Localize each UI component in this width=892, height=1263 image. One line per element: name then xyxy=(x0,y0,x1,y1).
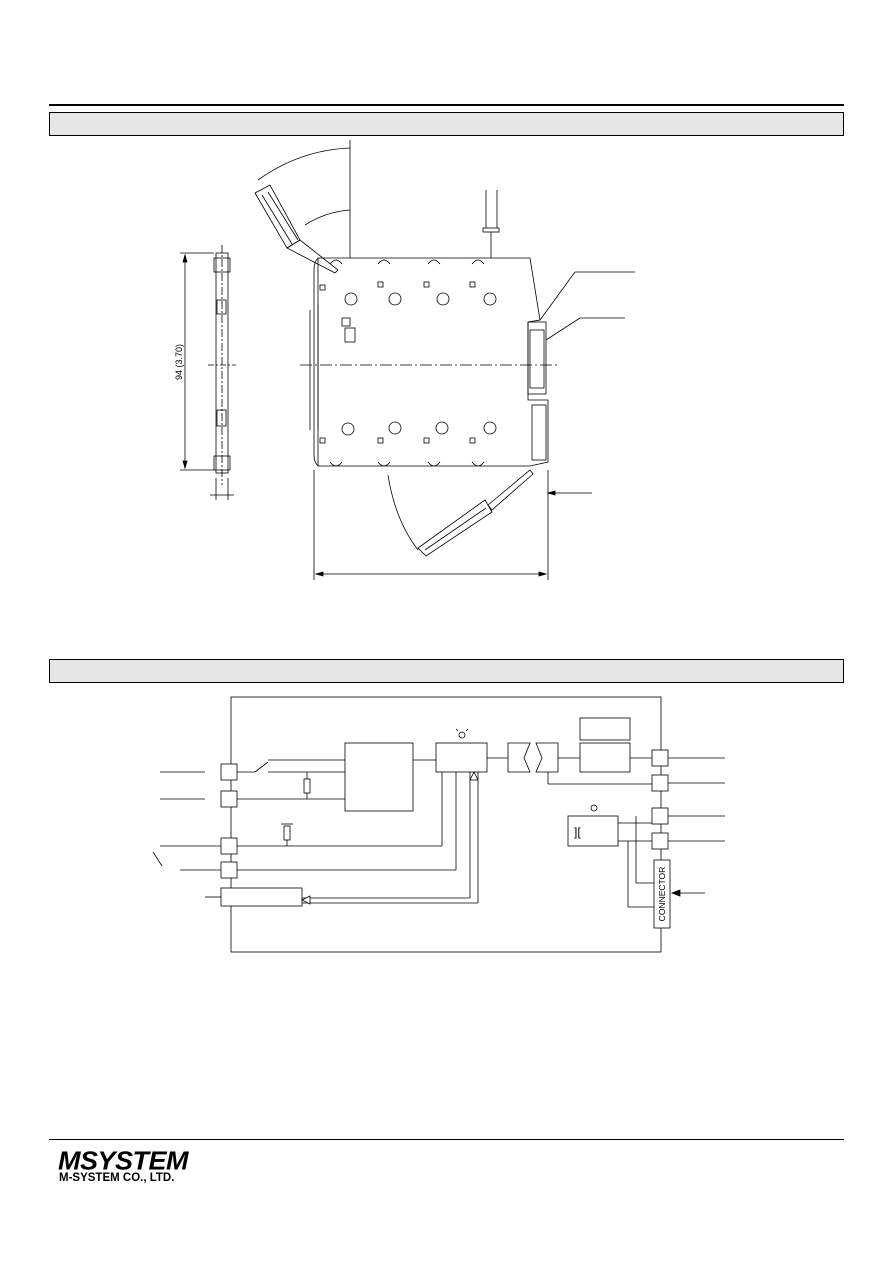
terminal-8 xyxy=(651,832,669,850)
dimension-drawing: 94 (3.70) xyxy=(174,140,635,580)
transformer-symbol: ][ xyxy=(574,825,581,839)
section-header-dimensions xyxy=(49,112,844,136)
company-logo: MSYSTEM xyxy=(58,1146,189,1176)
connector-box xyxy=(653,859,671,929)
section-header-block-diagram xyxy=(49,659,844,683)
company-name: M-SYSTEM CO., LTD. xyxy=(59,1172,175,1184)
terminal-4 xyxy=(220,861,238,879)
terminal-1 xyxy=(220,763,238,781)
terminal-7 xyxy=(651,807,669,825)
height-dimension-label: 94 (3.70) xyxy=(174,344,184,380)
side-view xyxy=(180,245,236,500)
footer-rule xyxy=(49,1139,844,1140)
connector-label: CONNECTOR xyxy=(657,867,667,922)
terminal-3 xyxy=(220,837,238,855)
terminal-5 xyxy=(651,749,669,767)
screwdriver-bottom xyxy=(417,469,534,557)
front-view xyxy=(300,257,560,467)
screwdriver-top xyxy=(254,184,339,274)
terminal-2 xyxy=(220,790,238,808)
probe xyxy=(482,190,500,258)
header-rule xyxy=(49,104,844,106)
terminal-6 xyxy=(651,774,669,792)
